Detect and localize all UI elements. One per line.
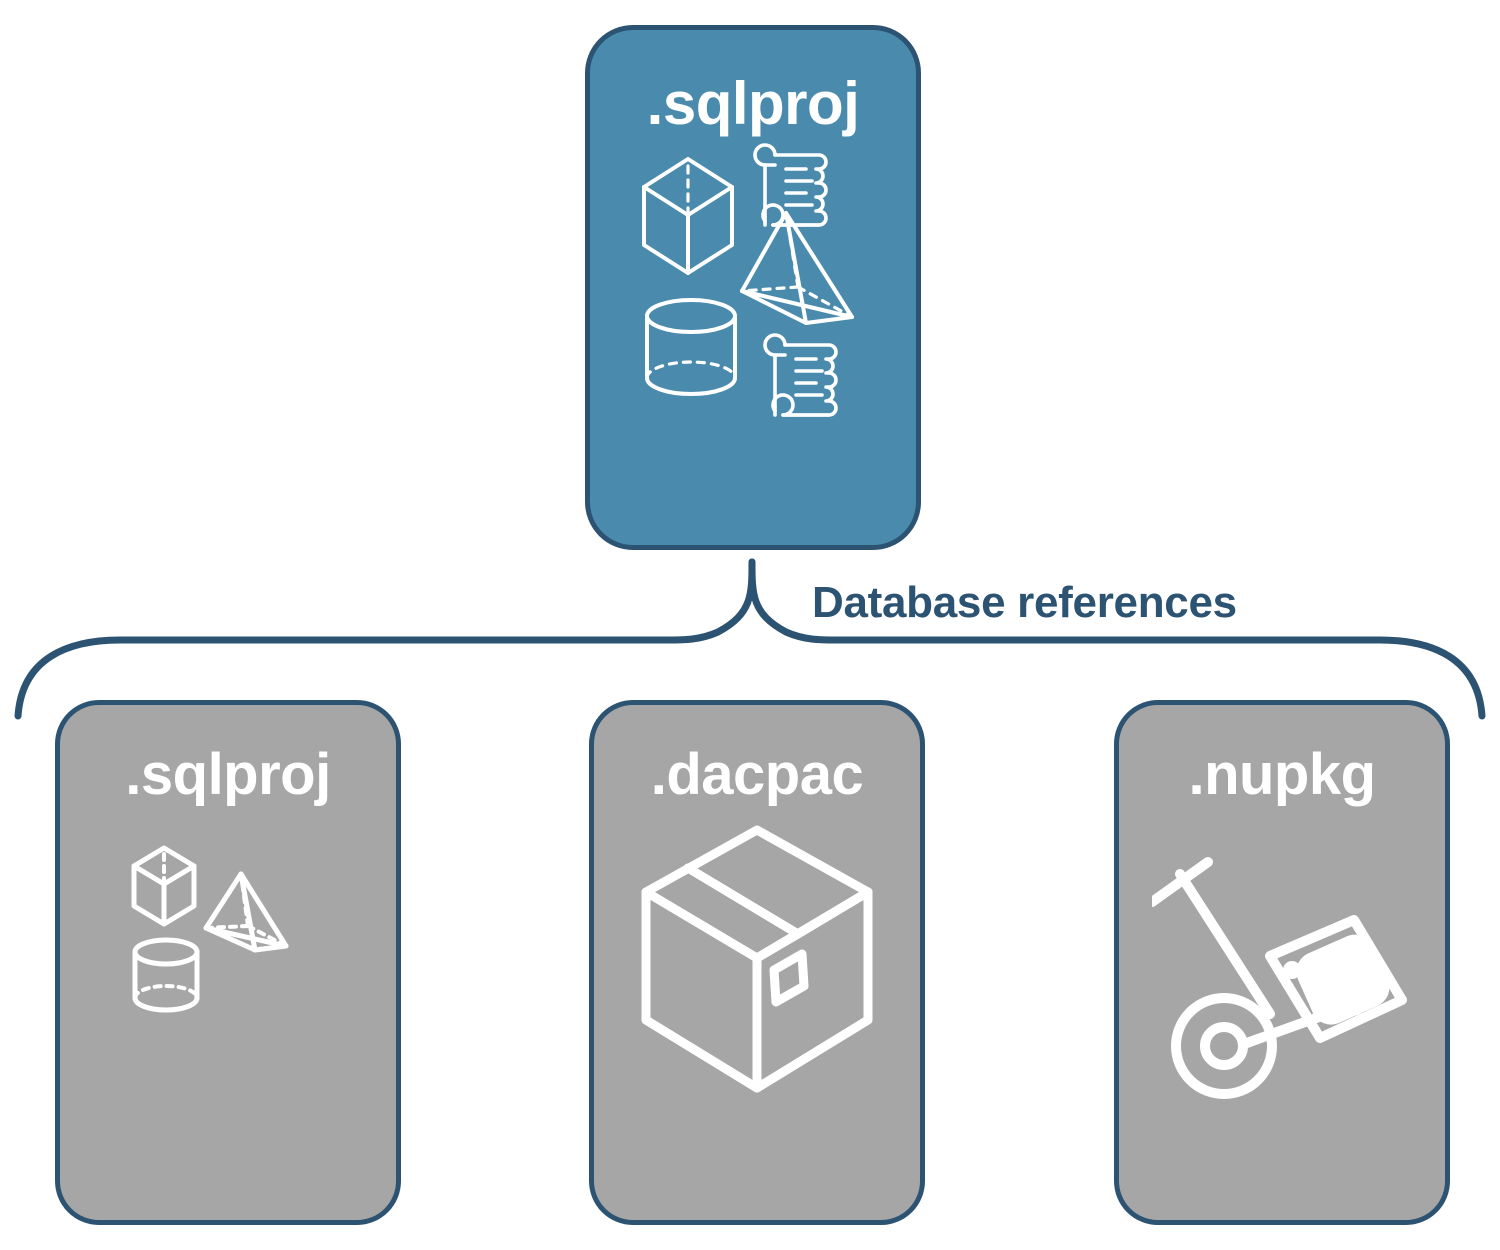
scroll-script-icon — [753, 143, 828, 227]
reference-card-sqlproj[interactable]: .sqlproj — [55, 700, 401, 1225]
root-card-artwork — [590, 135, 916, 545]
cube-wireframe-icon — [642, 157, 734, 275]
reference-card-artwork — [60, 806, 396, 1220]
nuget-glyph-icon — [1283, 934, 1390, 1025]
reference-card-artwork — [594, 806, 920, 1220]
nuget-package-icon — [1265, 914, 1407, 1043]
root-card-title: .sqlproj — [646, 70, 860, 137]
cylinder-wireframe-icon — [645, 298, 737, 396]
scroll-script-icon — [763, 333, 838, 417]
database-objects-illustration — [131, 845, 289, 1013]
hand-truck-package-icon — [1152, 856, 1407, 1099]
reference-card-title: .nupkg — [1188, 742, 1376, 807]
pyramid-wireframe-icon — [203, 871, 289, 953]
reference-card-dacpac[interactable]: .dacpac — [589, 700, 925, 1225]
database-objects-illustration — [642, 143, 854, 417]
reference-card-title: .dacpac — [650, 742, 864, 807]
root-card-sqlproj[interactable]: .sqlproj — [585, 25, 921, 550]
brace-label: Database references — [812, 578, 1237, 627]
cylinder-wireframe-icon — [132, 937, 200, 1013]
reference-card-nupkg[interactable]: .nupkg — [1114, 700, 1450, 1225]
reference-card-artwork — [1119, 806, 1445, 1220]
cube-wireframe-icon — [131, 845, 197, 927]
pyramid-wireframe-icon — [740, 211, 854, 325]
reference-card-title: .sqlproj — [125, 742, 331, 807]
package-box-icon — [641, 825, 873, 1093]
